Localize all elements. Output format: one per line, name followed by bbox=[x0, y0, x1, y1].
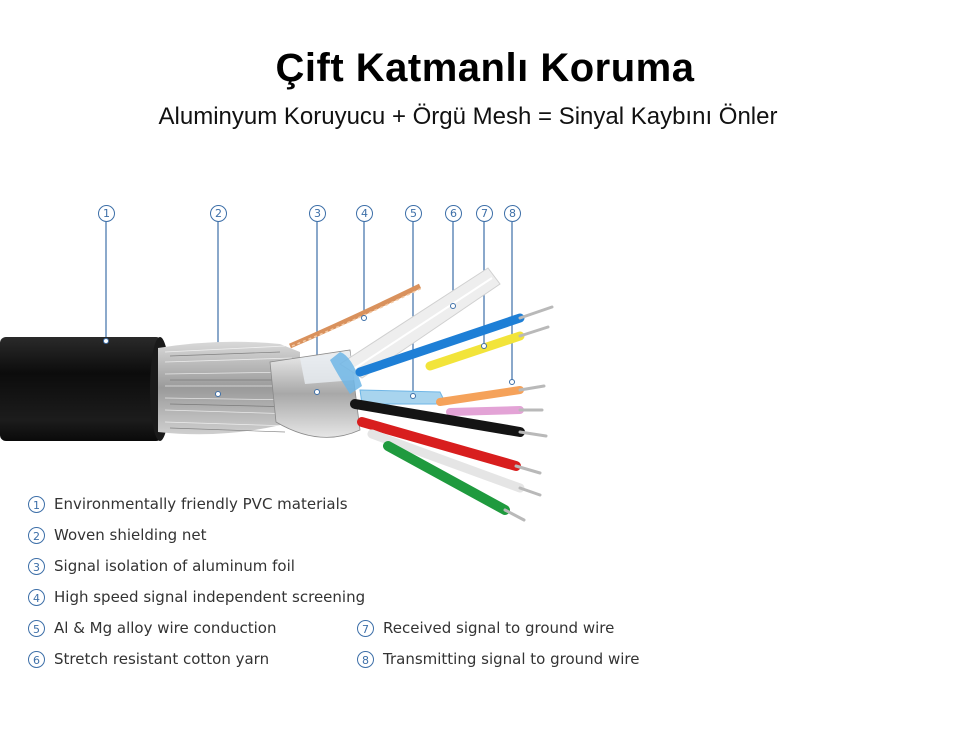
legend-item: 4 High speed signal independent screenin… bbox=[28, 588, 365, 606]
legend-item: 8 Transmitting signal to ground wire bbox=[357, 650, 639, 668]
legend-item: 3 Signal isolation of aluminum foil bbox=[28, 557, 295, 575]
legend-text: Al & Mg alloy wire conduction bbox=[54, 619, 277, 637]
legend-number: 4 bbox=[28, 588, 45, 606]
legend-number: 8 bbox=[357, 650, 374, 668]
legend-text: Received signal to ground wire bbox=[383, 619, 615, 637]
legend-text: High speed signal independent screening bbox=[54, 588, 366, 606]
legend-text: Transmitting signal to ground wire bbox=[383, 650, 640, 668]
callout-8: 8 bbox=[504, 205, 521, 222]
legend-item: 7 Received signal to ground wire bbox=[357, 619, 614, 637]
legend-number: 1 bbox=[28, 495, 45, 513]
legend-text: Environmentally friendly PVC materials bbox=[54, 495, 348, 513]
callout-7: 7 bbox=[476, 205, 493, 222]
callout-4: 4 bbox=[356, 205, 373, 222]
legend-text: Woven shielding net bbox=[54, 526, 207, 544]
legend-item: 1 Environmentally friendly PVC materials bbox=[28, 495, 348, 513]
legend-item: 6 Stretch resistant cotton yarn bbox=[28, 650, 269, 668]
page-title: Çift Katmanlı Koruma bbox=[275, 46, 695, 90]
legend-item: 2 Woven shielding net bbox=[28, 526, 207, 544]
callout-1: 1 bbox=[98, 205, 115, 222]
legend-number: 6 bbox=[28, 650, 45, 668]
callout-3: 3 bbox=[309, 205, 326, 222]
pvc-jacket bbox=[0, 337, 170, 441]
legend-text: Stretch resistant cotton yarn bbox=[54, 650, 270, 668]
callout-2: 2 bbox=[210, 205, 227, 222]
legend-number: 7 bbox=[357, 619, 374, 637]
legend-text: Signal isolation of aluminum foil bbox=[54, 557, 295, 575]
cotton-yarn-strand bbox=[289, 283, 422, 349]
signal-wires bbox=[350, 305, 554, 522]
page-subtitle: Aluminyum Koruyucu + Örgü Mesh = Sinyal … bbox=[158, 103, 778, 130]
woven-shielding-net bbox=[158, 341, 300, 435]
legend-number: 2 bbox=[28, 526, 45, 544]
legend-item: 5 Al & Mg alloy wire conduction bbox=[28, 619, 276, 637]
callout-6: 6 bbox=[445, 205, 462, 222]
callout-5: 5 bbox=[405, 205, 422, 222]
legend-number: 5 bbox=[28, 619, 45, 637]
legend-number: 3 bbox=[28, 557, 45, 575]
